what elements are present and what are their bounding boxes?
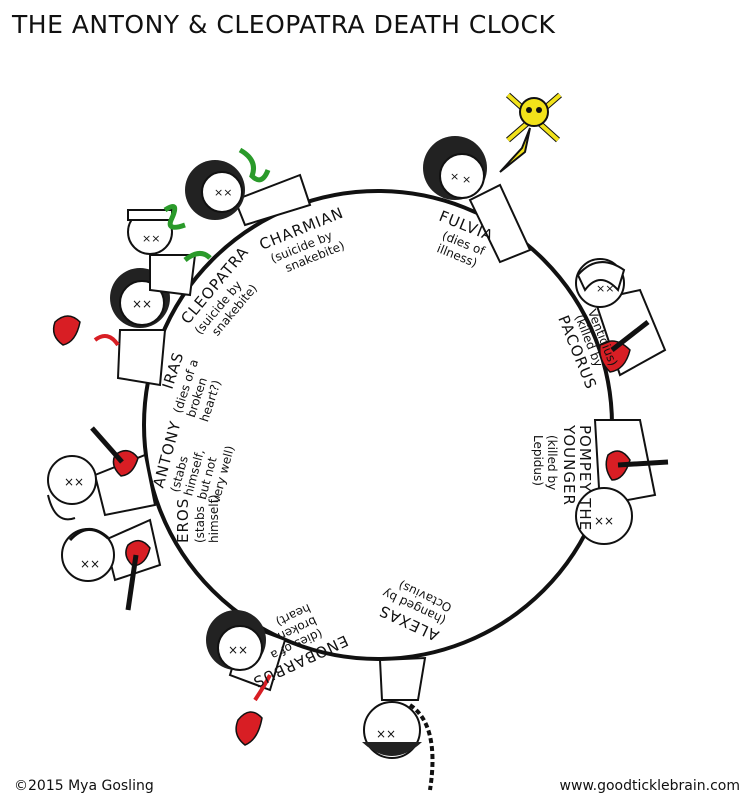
svg-text:××: ×× [132,297,152,311]
pacorus-figure: ×× [575,258,667,377]
sword-icon [610,320,650,352]
svg-text:YOUNGER: YOUNGER [560,424,578,506]
sword-icon [617,459,669,468]
character-name: EROS [174,498,192,543]
svg-text:(killed by: (killed by [545,435,559,490]
svg-text:××: ×× [376,727,396,741]
clock-face [142,189,614,661]
svg-text:××: ×× [214,186,232,199]
character-name: POMPEY THE [576,425,594,531]
page-title: THE ANTONY & CLEOPATRA DEATH CLOCK [12,10,556,39]
snake-icon [238,147,271,183]
antony-figure: ×× [47,426,157,521]
svg-text:(stabs: (stabs [193,506,207,543]
svg-text:Lepidus): Lepidus) [531,435,545,486]
eros-figure: ×× [61,518,162,611]
broken-heart-icon [235,711,263,746]
pompey-figure: ×× [575,419,669,545]
broken-heart-icon [52,315,81,346]
svg-text:××: ×× [596,282,614,295]
sword-icon [90,426,124,464]
website-link[interactable]: www.goodticklebrain.com [559,778,740,794]
label-eros: EROS (stabs himself) [174,494,221,543]
svg-text:××: ×× [80,557,100,571]
label-pompey: POMPEY THE YOUNGER (killed by Lepidus) [531,424,594,531]
svg-text:himself): himself) [207,494,221,543]
alexas-figure: ×× [362,656,435,791]
snake-icon [163,203,186,230]
svg-text:×: × [450,170,459,183]
svg-text:××: ×× [594,514,614,528]
cleopatra-figure: ×× [127,203,212,297]
sword-icon [125,554,139,611]
fulvia-figure: ×× [423,92,562,264]
svg-text:×: × [462,173,471,186]
charmian-figure: ×× [185,147,312,227]
skull-crossbones-icon [505,92,562,143]
copyright-text: ©2015 Mya Gosling [14,778,154,794]
svg-text:××: ×× [228,643,248,657]
poison-breath [499,127,531,173]
svg-text:××: ×× [142,232,160,245]
svg-text:××: ×× [64,475,84,489]
enobarbus-figure: ×× [206,610,287,746]
